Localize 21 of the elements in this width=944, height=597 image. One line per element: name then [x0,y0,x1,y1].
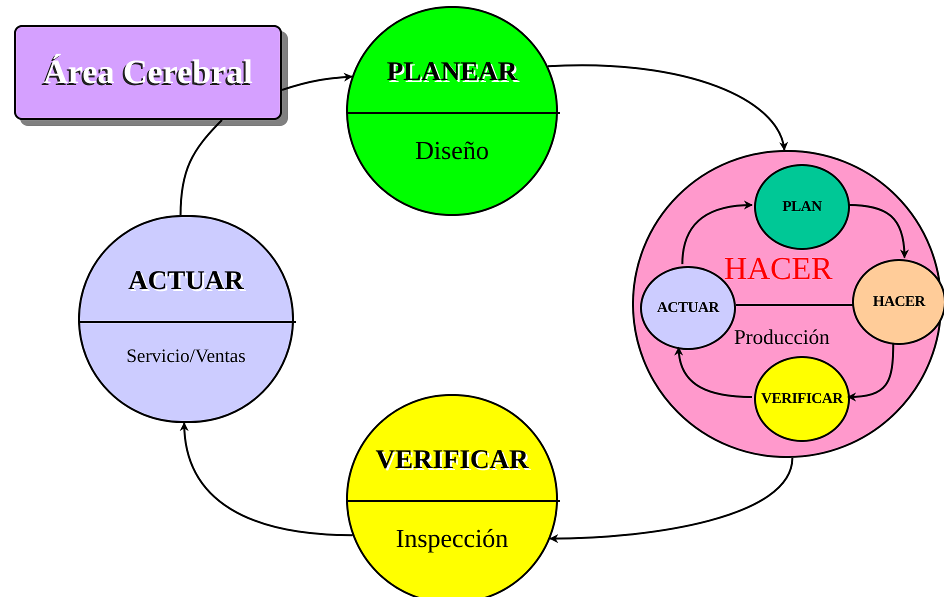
node-subtitle: Diseño [415,138,489,164]
node-title: Área Cerebral [43,52,253,93]
arrow [548,64,787,151]
arrow [681,200,753,264]
arrow [674,346,752,398]
arrow [847,342,894,402]
node-title: ACTUAR [128,267,244,294]
node-label: PLAN [782,198,822,217]
node-title: PLANEAR [386,58,518,85]
arrow [282,72,353,91]
node-label: HACER [872,292,926,312]
node-label: ACTUAR [657,298,719,318]
arrow [549,458,794,544]
node-subtitle: Inspección [396,526,508,552]
node-subtitle: Producción [734,327,830,348]
node-title: HACER [724,252,832,284]
node-label: VERIFICAR [761,390,843,409]
arrow [848,204,909,258]
node-title: VERIFICAR [375,446,528,473]
node-subtitle: Servicio/Ventas [126,347,246,366]
arrow [180,422,353,536]
